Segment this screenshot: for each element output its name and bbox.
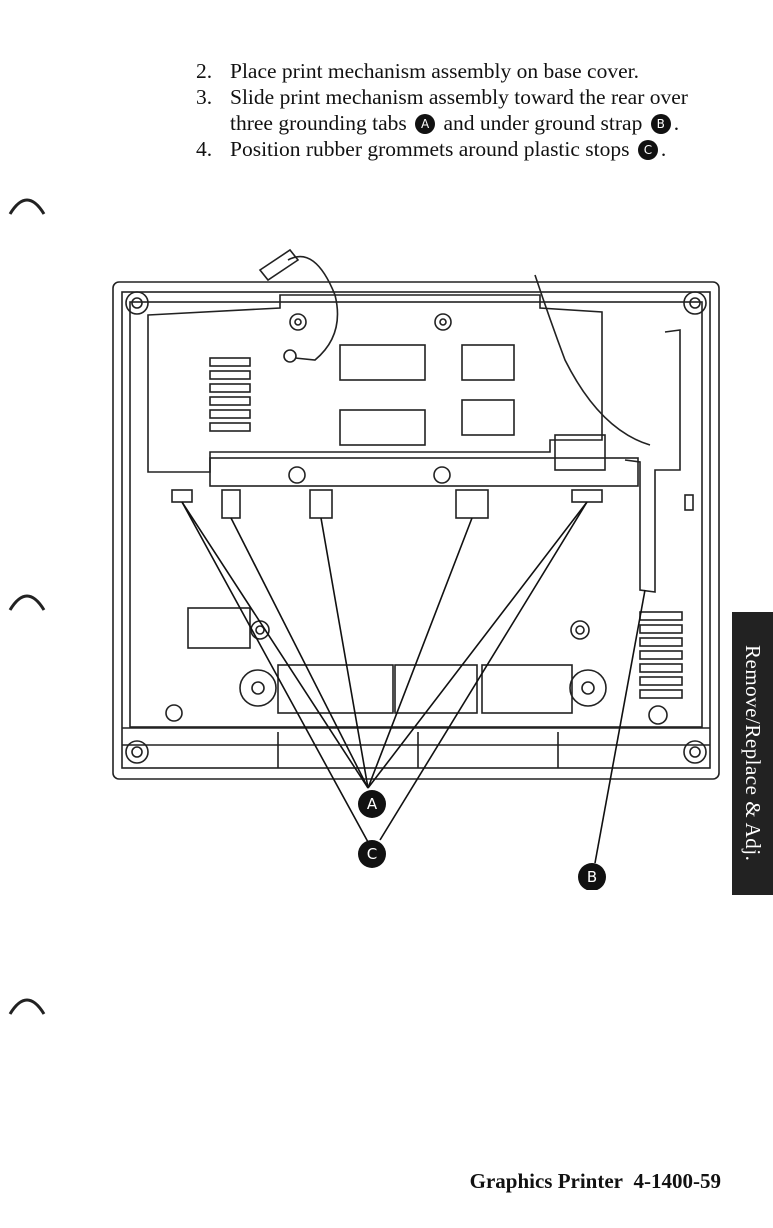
callout-a-label: A	[367, 795, 378, 813]
section-side-tab: Remove/Replace & Adj.	[732, 612, 773, 895]
page-number: 4-1400-59	[634, 1169, 722, 1193]
callout-c-label: C	[367, 845, 377, 863]
step-text-part: Position rubber grommets around plastic …	[230, 137, 630, 161]
callout-a-badge: A	[415, 114, 435, 134]
instruction-steps: 2. Place print mechanism assembly on bas…	[196, 58, 736, 162]
callout-b-label: B	[587, 868, 597, 886]
binder-hole-mark-icon	[8, 992, 46, 1018]
step-text-part: and under ground strap	[444, 111, 643, 135]
step-number: 3.	[196, 84, 230, 136]
binder-hole-mark-icon	[8, 192, 46, 218]
side-tab-label: Remove/Replace & Adj.	[740, 645, 765, 861]
step-number: 4.	[196, 136, 230, 162]
step-text: Slide print mechanism assembly toward th…	[230, 84, 736, 136]
step-number: 2.	[196, 58, 230, 84]
step-text-part: .	[674, 111, 679, 135]
footer-title: Graphics Printer	[470, 1169, 623, 1193]
step-2: 2. Place print mechanism assembly on bas…	[196, 58, 736, 84]
step-3: 3. Slide print mechanism assembly toward…	[196, 84, 736, 136]
step-4: 4. Position rubber grommets around plast…	[196, 136, 736, 162]
step-text: Place print mechanism assembly on base c…	[230, 58, 736, 84]
callout-c-badge: C	[638, 140, 658, 160]
binder-hole-mark-icon	[8, 588, 46, 614]
step-text: Position rubber grommets around plastic …	[230, 136, 736, 162]
step-text-part: .	[661, 137, 666, 161]
base-cover-diagram: A C B	[110, 240, 730, 890]
page-footer: Graphics Printer 4-1400-59	[470, 1169, 721, 1194]
callout-b-badge: B	[651, 114, 671, 134]
